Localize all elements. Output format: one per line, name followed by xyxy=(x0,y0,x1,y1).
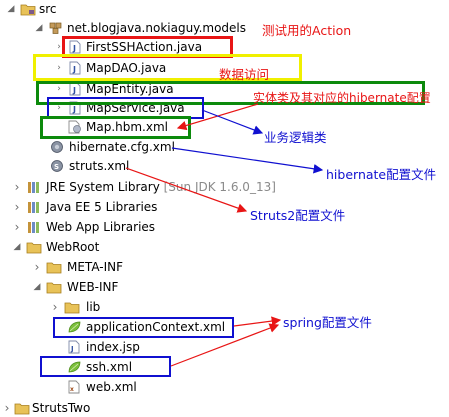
arrow-hibernate xyxy=(171,147,324,174)
tree-item-label: net.blogjava.nokiaguy.models xyxy=(67,21,247,35)
tree-item-label: applicationContext.xml xyxy=(86,320,226,334)
tree-item-label: WEB-INF xyxy=(67,280,119,294)
tree-item-label: MapEntity.java xyxy=(86,82,174,96)
spring-config-icon xyxy=(68,361,81,373)
library-icon xyxy=(28,182,39,193)
expand-chevron-icon[interactable]: ◢ xyxy=(13,242,21,252)
java-file-icon: J xyxy=(69,40,81,54)
svg-text:S: S xyxy=(54,163,59,171)
library-icon xyxy=(28,202,39,213)
dao-highlight-box xyxy=(33,54,302,81)
arrow-spring-ssh xyxy=(170,323,280,367)
folder-icon xyxy=(46,262,62,274)
collapse-chevron-icon[interactable]: › xyxy=(57,103,61,113)
tree-item-label: struts.xml xyxy=(69,159,130,173)
expand-chevron-icon[interactable]: ◢ xyxy=(33,282,41,292)
package-icon xyxy=(49,22,62,34)
tree-item-label: META-INF xyxy=(67,260,124,274)
tree-item-label: JRE System Library [Sun JDK 1.6.0_13] xyxy=(46,180,276,194)
expand-chevron-icon[interactable]: ◢ xyxy=(7,4,15,14)
tree-item-label: index.jsp xyxy=(86,340,140,354)
annotation-dao: 数据访问 xyxy=(219,67,270,82)
hibernate-config-icon xyxy=(51,141,63,153)
tree-item-label: MapDAO.java xyxy=(86,61,167,75)
annotation-arrows xyxy=(125,103,324,367)
svg-text:J: J xyxy=(72,44,76,53)
collapse-chevron-icon[interactable]: › xyxy=(57,42,61,52)
xml-file-icon: S xyxy=(51,160,63,172)
tree-item-label: Web App Libraries xyxy=(46,220,156,234)
collapse-chevron-icon[interactable]: › xyxy=(34,260,40,274)
folder-icon xyxy=(64,302,80,314)
annotation-hibernate: hibernate配置文件 xyxy=(326,167,437,182)
collapse-chevron-icon[interactable]: › xyxy=(14,220,20,234)
tree-item-label: src xyxy=(39,2,57,16)
annotation-spring: spring配置文件 xyxy=(283,315,372,330)
tree-item-label: web.xml xyxy=(86,380,137,394)
collapse-chevron-icon[interactable]: › xyxy=(57,63,61,73)
xml-file-icon: x xyxy=(68,380,80,394)
arrow-struts xyxy=(125,167,248,213)
svg-text:J: J xyxy=(70,345,74,353)
annotation-action: 测试用的Action xyxy=(262,23,352,38)
collapse-chevron-icon[interactable]: › xyxy=(52,300,58,314)
hbm-highlight-box xyxy=(40,116,191,139)
svg-text:J: J xyxy=(72,86,76,95)
ssh-xml-highlight-box xyxy=(40,356,171,377)
tree-item-label: Map.hbm.xml xyxy=(86,120,168,134)
source-folder-icon xyxy=(20,4,36,16)
tree-item-label: lib xyxy=(86,300,101,314)
arrow-service xyxy=(201,109,264,135)
jsp-file-icon: J xyxy=(68,340,80,354)
arrow-spring-app-context xyxy=(233,316,282,327)
java-file-icon: J xyxy=(69,61,81,75)
tree-item-label: WebRoot xyxy=(46,240,100,254)
folder-icon xyxy=(26,242,42,254)
library-icon xyxy=(28,222,39,233)
app-context-highlight-box xyxy=(53,317,234,338)
tree-item-label: FirstSSHAction.java xyxy=(86,40,203,54)
hibernate-mapping-icon xyxy=(68,120,81,134)
collapse-chevron-icon[interactable]: › xyxy=(57,84,61,94)
tree-item-label: Java EE 5 Libraries xyxy=(46,200,158,214)
tree-item-label: ssh.xml xyxy=(86,360,133,374)
spring-config-icon xyxy=(68,321,81,333)
annotation-service: 业务逻辑类 xyxy=(264,130,327,145)
tree-item-label: hibernate.cfg.xml xyxy=(69,140,175,154)
folder-icon xyxy=(46,282,62,294)
entity-highlight-box xyxy=(36,81,425,105)
svg-text:J: J xyxy=(72,105,76,114)
collapse-chevron-icon[interactable]: › xyxy=(14,200,20,214)
collapse-chevron-icon[interactable]: › xyxy=(14,180,20,194)
svg-text:x: x xyxy=(70,386,74,393)
svg-text:J: J xyxy=(72,65,76,74)
annotation-struts: Struts2配置文件 xyxy=(250,208,346,223)
expand-chevron-icon[interactable]: ◢ xyxy=(35,23,43,33)
annotation-entity: 实体类及其对应的hibernate配置 xyxy=(253,91,431,105)
